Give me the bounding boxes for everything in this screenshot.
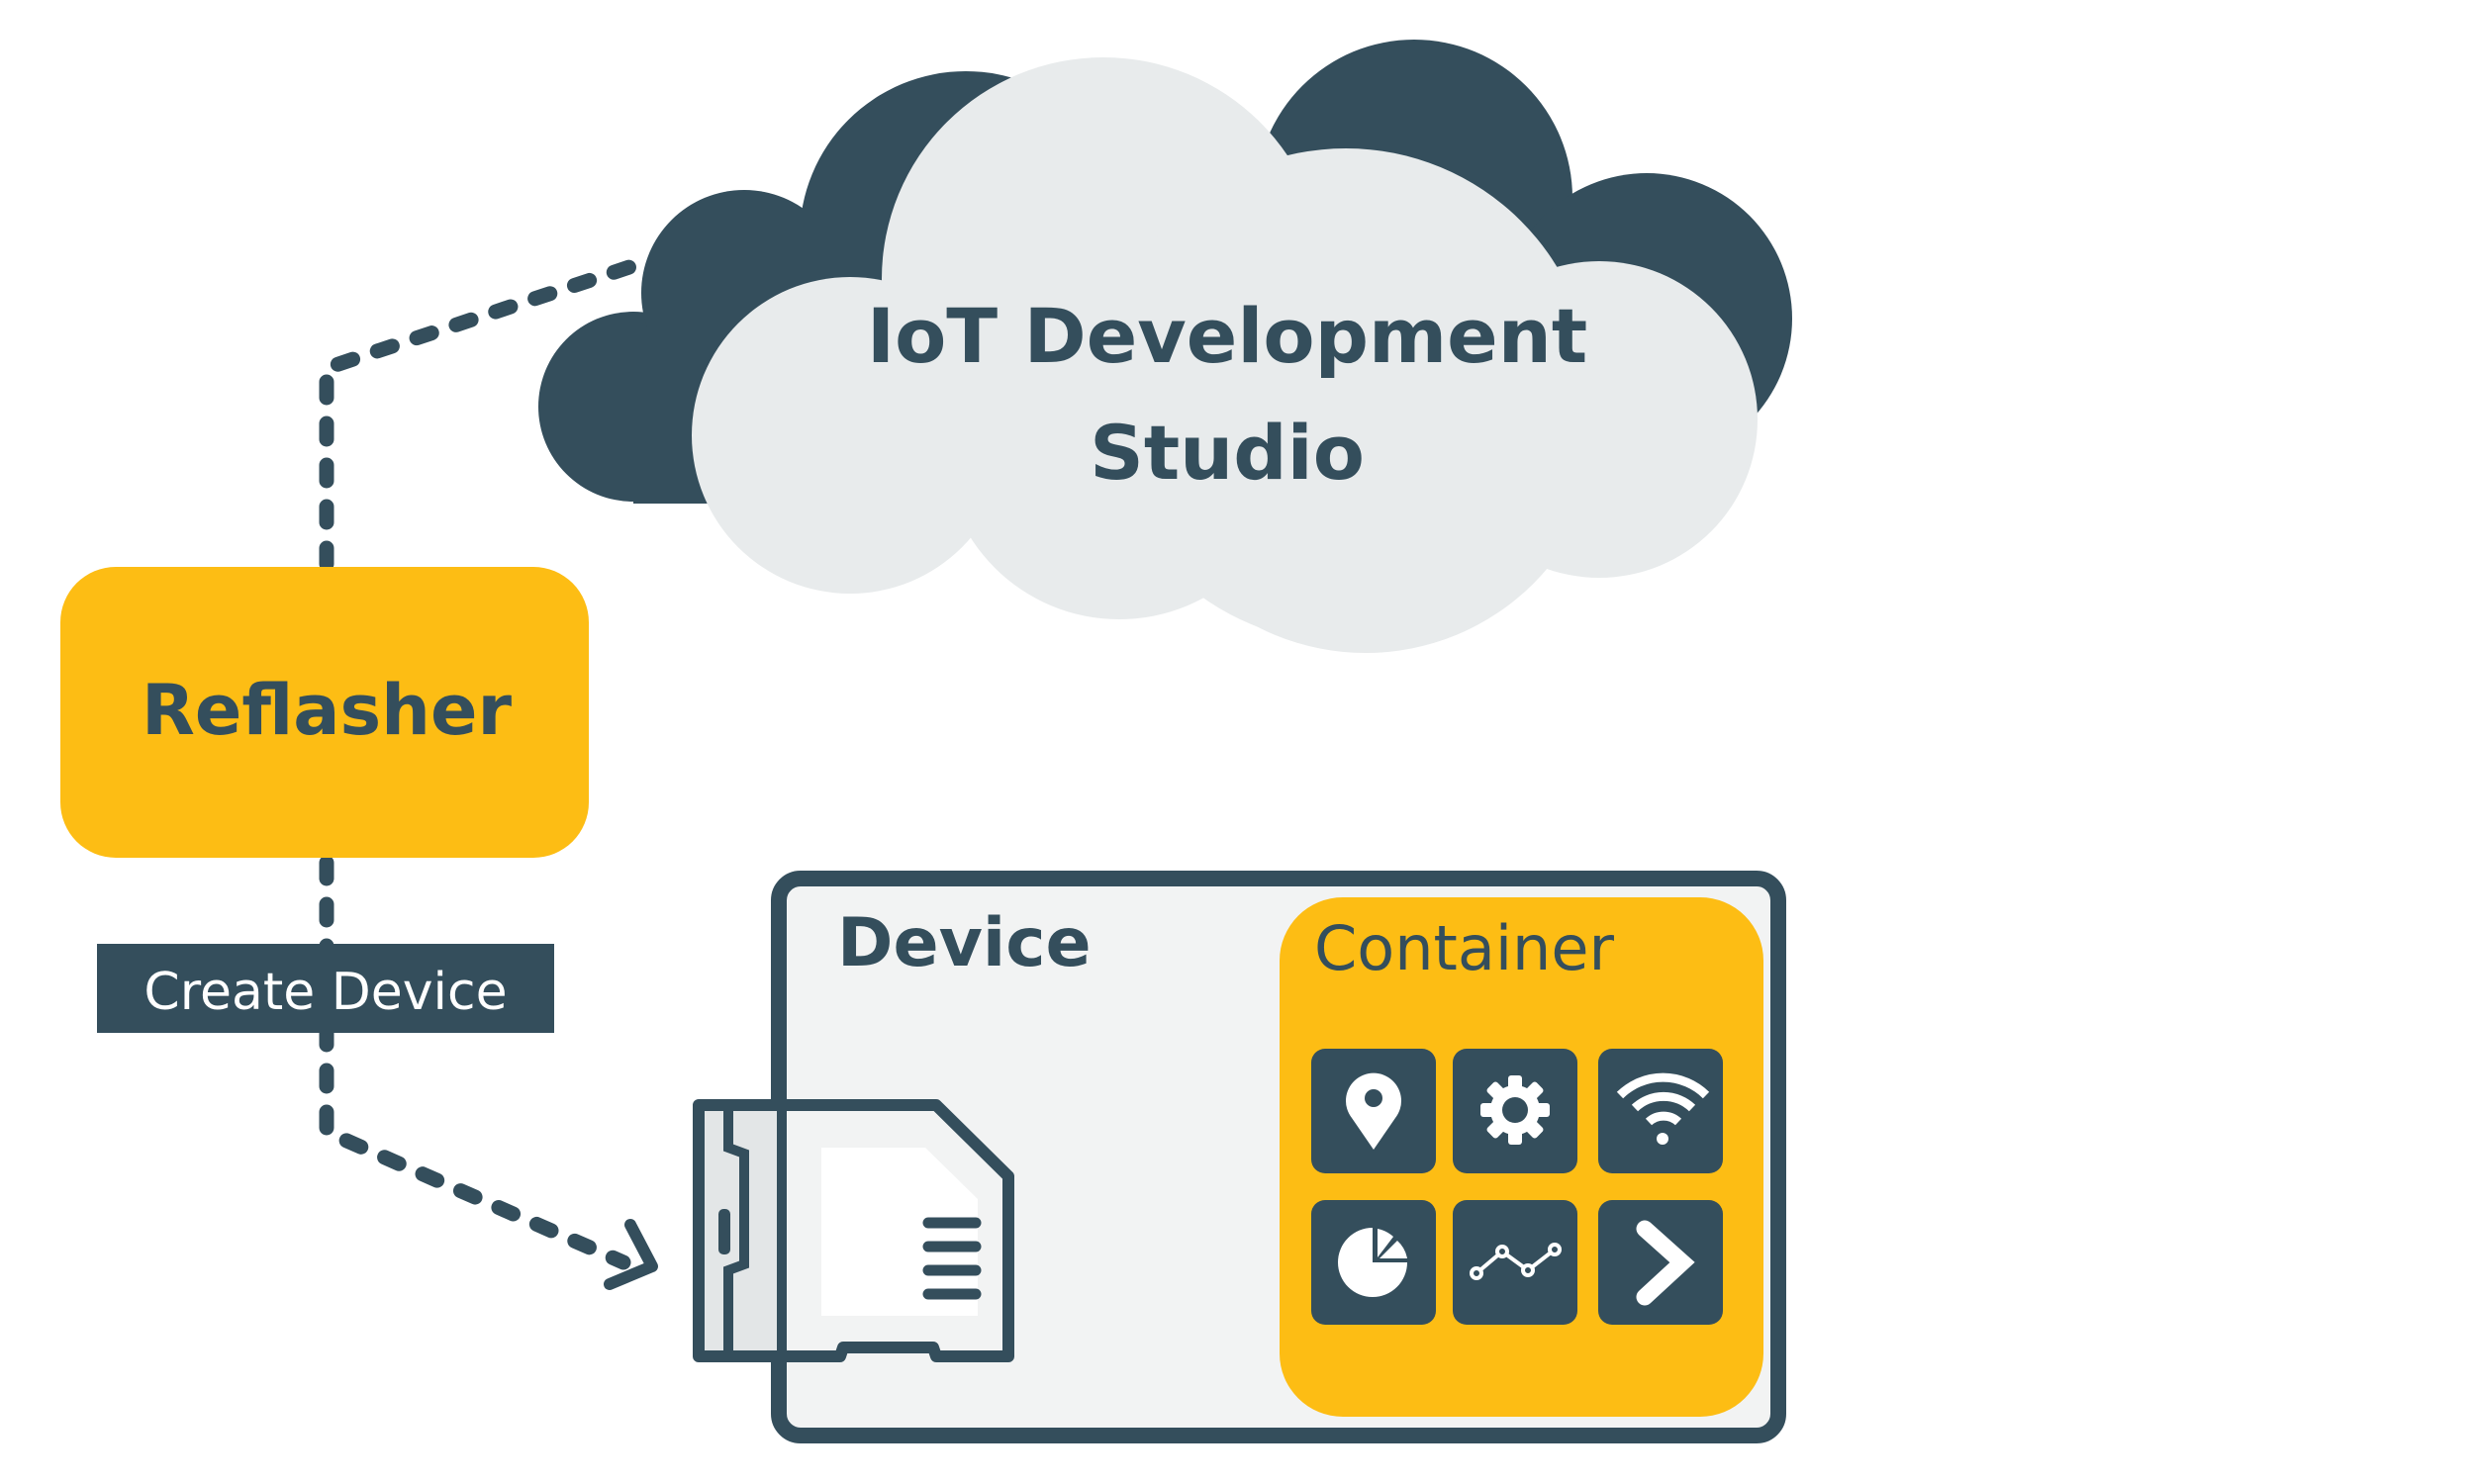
sd-card-icon xyxy=(693,1099,1014,1362)
create-device-label: Create Device xyxy=(97,944,554,1033)
cloud-title-line2: Studio xyxy=(1090,409,1365,497)
map-pin-icon xyxy=(1346,1072,1401,1150)
connector-upper xyxy=(319,255,649,572)
container-label: Container xyxy=(1314,912,1614,984)
cloud xyxy=(692,57,1758,653)
wifi-icon xyxy=(1616,1072,1710,1145)
line-chart-icon xyxy=(1470,1243,1562,1280)
arrow-head-icon xyxy=(604,1219,658,1290)
tile-chevron xyxy=(1598,1200,1723,1325)
tile-wifi xyxy=(1598,1049,1723,1173)
reflasher-label: Reflasher xyxy=(142,670,512,751)
gear-icon xyxy=(1480,1075,1550,1145)
create-device-text: Create Device xyxy=(143,963,507,1022)
reflasher-box[interactable]: Reflasher xyxy=(60,567,589,858)
device-label: Device xyxy=(837,904,1092,982)
connector-lower xyxy=(319,855,631,1270)
pie-chart-icon xyxy=(1338,1228,1407,1297)
chevron-right-icon xyxy=(1636,1220,1695,1306)
cloud-title-line1: IoT Development xyxy=(867,292,1587,380)
